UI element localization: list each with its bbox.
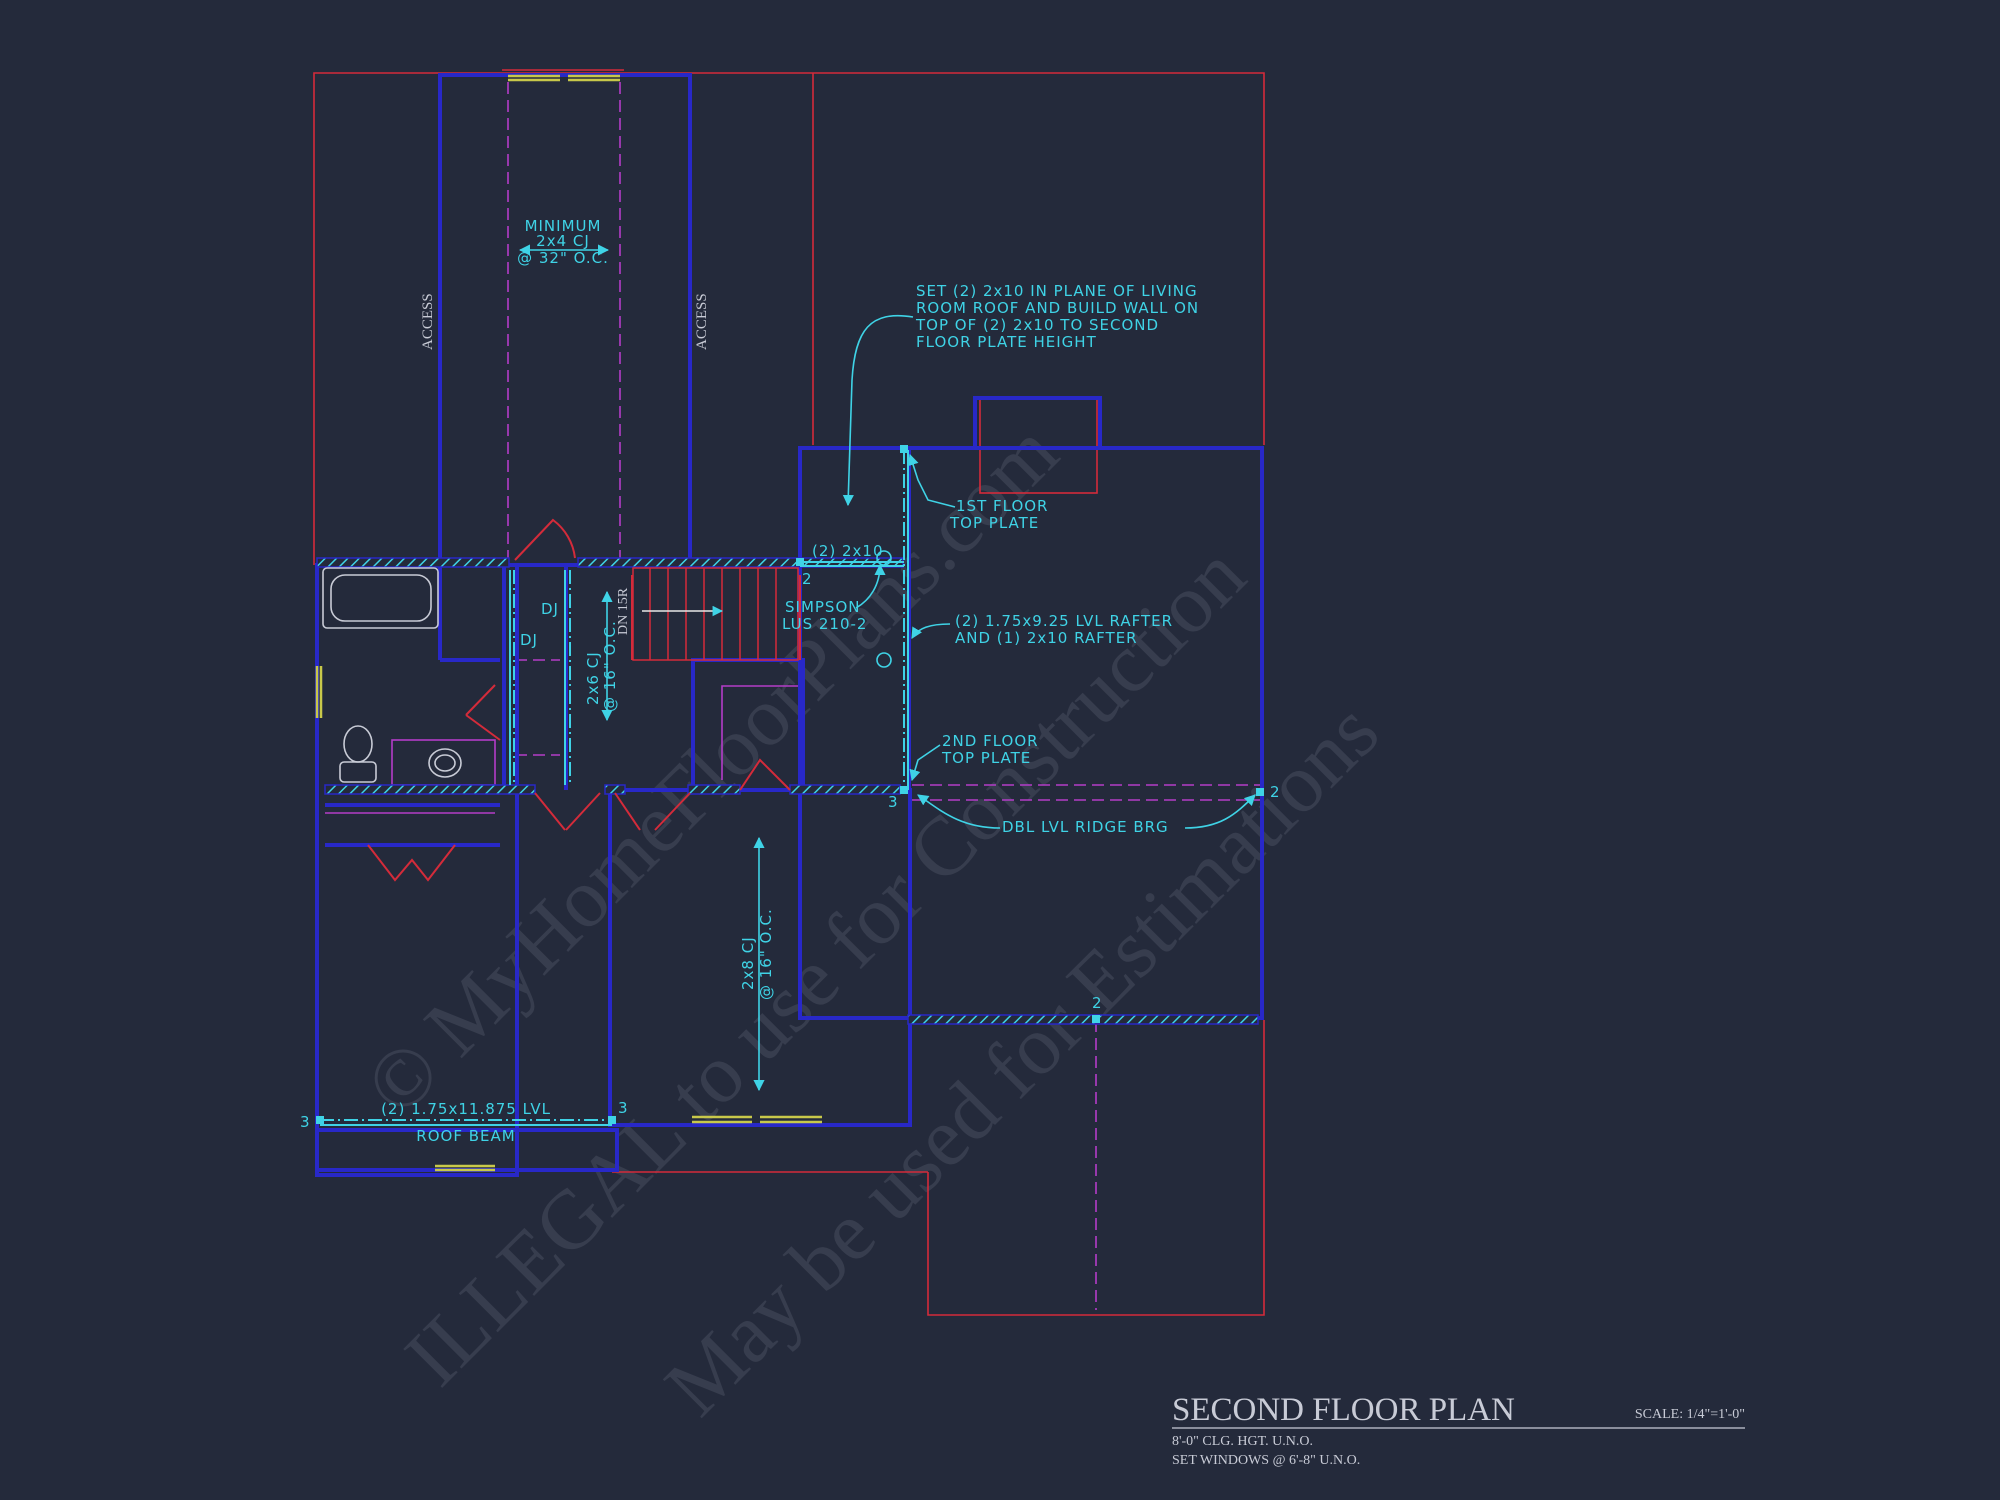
node-number: 3 <box>300 1113 311 1131</box>
roof-outline <box>313 69 1265 1316</box>
lvl-rafter-label-2: AND (1) 2x10 RAFTER <box>955 629 1138 647</box>
title-block: SECOND FLOOR PLAN SCALE: 1/4"=1'-0" 8'-0… <box>1172 1392 1745 1468</box>
beams <box>320 450 909 1126</box>
cj-2x8-label-2: @ 16" O.C. <box>757 908 775 1000</box>
node-number: 3 <box>618 1099 629 1117</box>
hidden-lines <box>507 82 1260 1310</box>
roof-beam-label-1: (2) 1.75x11.875 LVL <box>381 1100 551 1118</box>
min-cj-label-1: MINIMUM <box>525 217 602 235</box>
second-floor-label-1: 2ND FLOOR <box>942 732 1039 750</box>
dbl-lvl-label: DBL LVL RIDGE BRG <box>1002 818 1169 836</box>
plan-note-ceiling: 8'-0" CLG. HGT. U.N.O. <box>1172 1434 1313 1449</box>
access-left-label: ACCESS <box>420 293 436 350</box>
node-number: 2 <box>1270 783 1281 801</box>
node-number: 3 <box>888 793 899 811</box>
simpson-label-2: LUS 210-2 <box>782 615 867 633</box>
node-number: 2 <box>1092 994 1103 1012</box>
stair-dn-label: DN 15R <box>616 587 631 635</box>
header-2x10-label: (2) 2x10 <box>812 542 884 560</box>
plan-title: SECOND FLOOR PLAN <box>1172 1392 1515 1428</box>
min-cj-label-3: @ 32" O.C. <box>517 249 609 267</box>
windows <box>315 74 822 1172</box>
access-right-label: ACCESS <box>694 293 710 350</box>
plan-note-windows: SET WINDOWS @ 6'-8" U.N.O. <box>1172 1453 1360 1468</box>
cj-2x6-label-2: @ 16" O.C. <box>601 620 619 712</box>
annotations: ACCESS ACCESS MINIMUM 2x4 CJ @ 32" O.C. … <box>300 217 1281 1145</box>
leaders <box>518 244 1256 1092</box>
set-note-2: ROOM ROOF AND BUILD WALL ON <box>916 299 1199 317</box>
set-note-3: TOP OF (2) 2x10 TO SECOND <box>915 316 1159 334</box>
cj-2x8-label-1: 2x8 CJ <box>739 936 757 990</box>
set-note-4: FLOOR PLATE HEIGHT <box>916 333 1097 351</box>
dj-label-1: DJ <box>541 600 559 618</box>
second-floor-label-2: TOP PLATE <box>941 749 1031 767</box>
simpson-label-1: SIMPSON <box>785 598 860 616</box>
bath-fixtures <box>322 567 462 783</box>
cj-2x6-label-1: 2x6 CJ <box>584 651 602 705</box>
first-floor-label-2: TOP PLATE <box>949 514 1039 532</box>
plan-scale: SCALE: 1/4"=1'-0" <box>1635 1407 1745 1422</box>
set-note-1: SET (2) 2x10 IN PLANE OF LIVING <box>916 282 1198 300</box>
hatched-walls <box>316 557 1259 1025</box>
roof-beam-label-2: ROOF BEAM <box>416 1127 515 1145</box>
node-number: 2 <box>802 570 813 588</box>
stairs <box>632 567 799 661</box>
doors <box>367 518 801 882</box>
first-floor-label-1: 1ST FLOOR <box>956 497 1048 515</box>
dj-label-2: DJ <box>520 631 538 649</box>
lvl-rafter-label-1: (2) 1.75x9.25 LVL RAFTER <box>955 612 1173 630</box>
beam-nodes <box>316 445 1264 1124</box>
min-cj-label-2: 2x4 CJ <box>536 232 590 250</box>
